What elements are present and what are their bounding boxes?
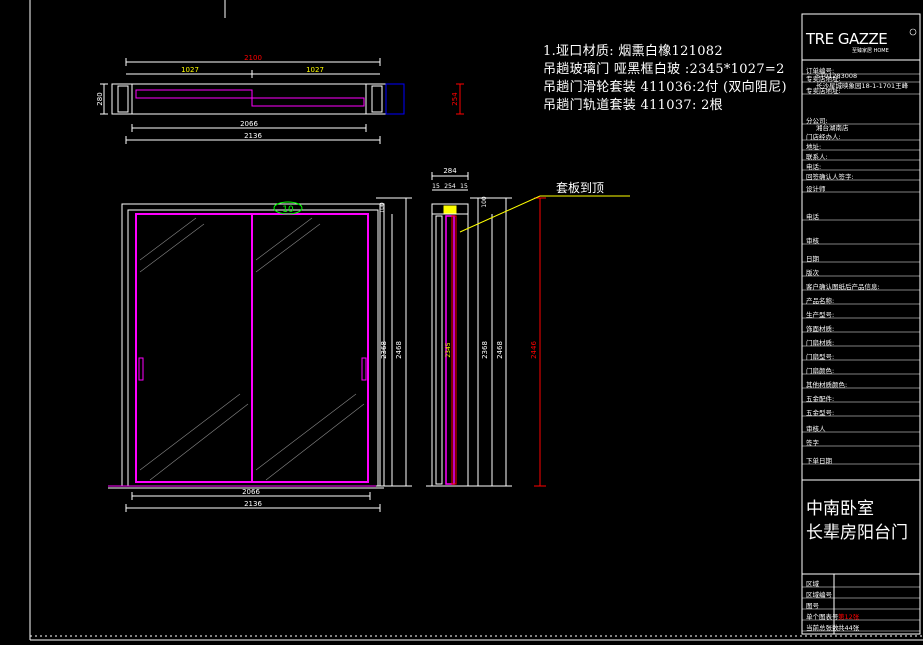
title-block-label: 版次 — [806, 269, 819, 277]
title-block-label: 其他材质颜色: — [806, 381, 848, 389]
elev-dim-height-2: 2468 — [395, 341, 403, 359]
elev-dim-outer: 2136 — [244, 500, 262, 508]
section-dim-part-2: 254 — [444, 183, 456, 190]
title-block — [801, 13, 921, 635]
title-block-label: 地址: — [806, 143, 822, 151]
title-block-label: 审核 — [806, 237, 819, 245]
note-glass-door: 吊趟玻璃门 哑黑框白玻 :2345*1027=2 — [543, 62, 785, 77]
title-block-label: 客户确认图纸后产品信息: — [806, 283, 880, 291]
title-block-label: 门店经办人: — [806, 133, 841, 141]
drawing-border — [29, 0, 923, 641]
title-block-label: 五金型号: — [806, 409, 835, 417]
plan-dim-inner: 2066 — [240, 120, 258, 128]
title-block-label: 联系人: — [806, 153, 828, 161]
elev-dim-height-1: 2368 — [380, 341, 388, 359]
elevation-view — [108, 197, 412, 512]
title-block-bottom-label: 区域 — [806, 580, 819, 588]
section-dim-height-1: 2368 — [481, 341, 489, 359]
section-dim-top: 284 — [443, 167, 457, 175]
section-dim-head: 100 — [481, 196, 488, 208]
section-dim-red-height: 2446 — [530, 341, 538, 359]
plan-dim-right-panel: 1027 — [306, 66, 324, 74]
elevation-marker-label: 10 — [282, 205, 294, 215]
section-dim-part-1: 15 — [432, 183, 440, 190]
title-block-label: 饰面材质: — [806, 325, 835, 333]
title-block-bottom-label: 图号 — [806, 602, 819, 610]
section-callout: 套板到顶 — [556, 181, 604, 195]
title-block-label: 设计师 — [806, 185, 826, 193]
title-block-bottom-value: 共44张 — [838, 624, 860, 632]
elevation-marker: 10 — [273, 201, 303, 215]
section-dim-panel: 2345 — [445, 342, 452, 357]
section-view — [426, 172, 630, 487]
elev-dim-head: 100 — [379, 202, 386, 214]
plan-dim-outer: 2136 — [244, 132, 262, 140]
title-block-label: 分公司: — [806, 117, 828, 125]
note-pulley: 吊趟门滑轮套装 411036:2付 (双向阻尼) — [543, 80, 787, 95]
note-track: 吊趟门轨道套装 411037: 2根 — [543, 98, 723, 113]
logo: TRE GAZZE — [805, 30, 887, 48]
plan-view — [100, 58, 464, 144]
title-block-label: 下单日期 — [806, 457, 832, 465]
title-block-label: 产品名称: — [806, 297, 835, 305]
logo-sub: 至臻家居 HOME — [852, 47, 889, 54]
title-block-label: 回签确认人签字: — [806, 173, 854, 181]
room-title-1: 中南卧室 — [806, 499, 874, 519]
plan-dim-total: 2100 — [244, 54, 262, 62]
title-block-value: ST01283008 — [816, 72, 858, 80]
title-block-label: 签字 — [806, 439, 819, 447]
title-block-label: 生产型号: — [806, 311, 835, 319]
title-block-bottom-label: 当前总张数 — [806, 624, 839, 632]
elev-dim-inner: 2066 — [242, 488, 260, 496]
title-block-label: 审核人 — [806, 425, 826, 433]
title-block-label: 日期 — [806, 255, 819, 263]
title-block-label: 门扇型号: — [806, 353, 835, 361]
title-block-label: 门扇材质: — [806, 339, 835, 347]
title-block-grid — [802, 73, 920, 632]
title-block-bottom-value: 第12张 — [838, 613, 860, 621]
title-block-label: 订单编号: — [806, 67, 835, 75]
plan-dim-left-panel: 1027 — [181, 66, 199, 74]
section-dim-height-2: 2468 — [496, 341, 504, 359]
plan-dim-left-side: 280 — [96, 92, 104, 105]
plan-dim-right-side: 254 — [451, 92, 459, 106]
title-block-bottom-label: 单个图表号 — [806, 613, 839, 621]
title-block-label: 五金配件: — [806, 395, 835, 403]
title-block-value: 湘台湖南店 — [816, 124, 849, 132]
title-block-label: 电话: — [806, 163, 822, 171]
title-block-label: 专卖店地址: — [806, 87, 841, 95]
title-block-label: 专卖店地址: — [806, 75, 841, 83]
title-block-label: 门扇颜色: — [806, 367, 835, 375]
title-block-label: 电话 — [806, 213, 819, 221]
title-block-bottom-label: 区域编号 — [806, 591, 832, 599]
section-dim-part-3: 15 — [460, 183, 468, 190]
room-title-2: 长辈房阳台门 — [806, 523, 908, 543]
registered-mark-icon — [909, 28, 917, 36]
note-material: 1.垭口材质: 烟熏白橡121082 — [543, 44, 723, 59]
title-block-value: 长沙星城映象园18-1-1701王峰 — [816, 82, 909, 90]
